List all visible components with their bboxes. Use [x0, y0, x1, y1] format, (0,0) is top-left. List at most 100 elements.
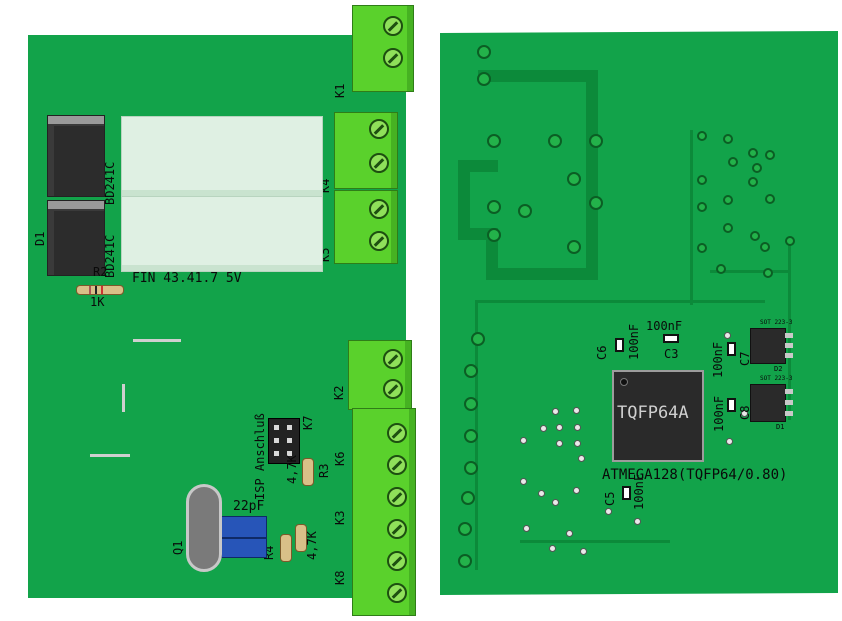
k7-label: K7	[301, 415, 315, 430]
via	[520, 478, 527, 485]
transistor-top	[47, 115, 105, 197]
terminal-label-k2: K2	[332, 385, 346, 400]
via	[724, 332, 731, 339]
capacitor-c8	[727, 398, 736, 412]
via	[580, 548, 587, 555]
via	[552, 408, 559, 415]
pad	[750, 231, 760, 241]
relay-label: FIN 43.41.7 5V	[132, 271, 242, 286]
screw-icon	[369, 199, 389, 219]
via	[538, 490, 545, 497]
regulator-label-d1: D1	[776, 423, 785, 431]
terminal-block-k5[interactable]	[334, 190, 398, 264]
via	[634, 518, 641, 525]
c3-value: 100nF	[646, 319, 683, 333]
pad	[464, 364, 478, 378]
c8-value: 100nF	[712, 395, 726, 432]
pad	[548, 134, 562, 148]
transistor-label-top: BD241C	[103, 161, 117, 205]
terminal-label-k8: K8	[333, 570, 347, 585]
atmega128-chip	[612, 370, 704, 462]
capacitor-c6	[615, 338, 624, 352]
r-value-1: 4,7K	[285, 455, 299, 484]
pad	[723, 223, 733, 233]
c6-value: 100nF	[627, 323, 641, 360]
c6-ref: C6	[595, 345, 609, 360]
terminal-block-k1[interactable]	[352, 5, 414, 92]
power-trace	[486, 230, 498, 280]
pad	[752, 163, 762, 173]
terminal-label-k1: K1	[333, 83, 347, 98]
pad	[458, 522, 472, 536]
via	[552, 499, 559, 506]
terminal-block-k2[interactable]	[348, 340, 412, 410]
cap-value-22pf: 22pF	[233, 499, 265, 514]
screw-icon	[383, 379, 403, 399]
via	[523, 525, 530, 532]
pad	[697, 175, 707, 185]
pad	[464, 461, 478, 475]
screw-icon	[383, 349, 403, 369]
via	[520, 437, 527, 444]
pad	[458, 554, 472, 568]
via	[540, 425, 547, 432]
resistor-r4-a	[280, 534, 292, 562]
via	[578, 455, 585, 462]
regulator-tag-d1: SOT 223-3	[760, 375, 793, 382]
pad	[765, 150, 775, 160]
pad	[567, 240, 581, 254]
power-trace	[478, 70, 598, 82]
r-value-2: 4,7K	[305, 531, 319, 560]
crystal-label: Q1	[171, 540, 185, 555]
pad	[589, 134, 603, 148]
pad	[464, 429, 478, 443]
terminal-block-k6-k3-k8[interactable]	[352, 408, 416, 616]
right-pcb-board	[440, 30, 838, 596]
r3-label: R3	[317, 463, 331, 478]
screw-icon	[387, 423, 407, 443]
capacitor-c7	[727, 342, 736, 356]
pad	[748, 177, 758, 187]
chip-name: TQFP64A	[617, 403, 689, 423]
pad	[763, 268, 773, 278]
wire-jumper	[90, 454, 130, 457]
terminal-label-k6: K6	[333, 451, 347, 466]
terminal-block-k4[interactable]	[334, 112, 398, 189]
pad	[477, 72, 491, 86]
pad	[567, 172, 581, 186]
resistor-value: 1K	[90, 295, 105, 309]
pad	[760, 242, 770, 252]
signal-trace	[788, 240, 791, 420]
regulator-d1	[750, 384, 793, 422]
via	[566, 530, 573, 537]
screw-icon	[369, 119, 389, 139]
via	[573, 487, 580, 494]
pad	[697, 202, 707, 212]
via	[726, 438, 733, 445]
screw-icon	[369, 153, 389, 173]
isp-header[interactable]	[268, 418, 300, 464]
d1-label: D1	[33, 231, 47, 246]
c5-value: 100nF	[632, 473, 646, 510]
via	[605, 508, 612, 515]
crystal-q1	[186, 484, 222, 572]
regulator-d2	[750, 328, 793, 364]
pad	[785, 236, 795, 246]
screw-icon	[387, 551, 407, 571]
r2-label: R2	[93, 265, 108, 279]
power-trace	[486, 268, 598, 280]
pad	[518, 204, 532, 218]
screw-icon	[383, 16, 403, 36]
screw-icon	[387, 519, 407, 539]
signal-trace	[690, 130, 693, 305]
power-trace	[458, 160, 470, 240]
power-trace	[458, 160, 498, 172]
pad	[697, 243, 707, 253]
via	[573, 407, 580, 414]
pad	[477, 45, 491, 59]
power-trace	[586, 70, 598, 280]
terminal-label-k3: K3	[333, 510, 347, 525]
screw-icon	[383, 48, 403, 68]
relay-top	[121, 116, 323, 197]
resistor-r3	[302, 458, 314, 486]
